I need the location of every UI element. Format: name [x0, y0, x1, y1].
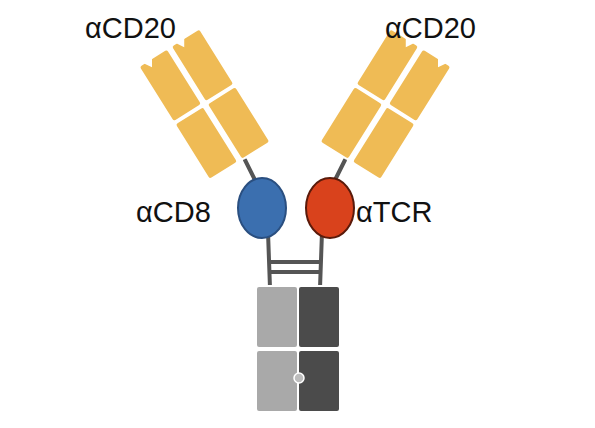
domain-label: αCD8 [136, 198, 211, 227]
hinge-strand [268, 232, 270, 288]
fc-domain [256, 350, 298, 412]
domain-label: αCD20 [85, 14, 176, 43]
tcr-binder [306, 178, 354, 238]
domain-label: αCD20 [385, 14, 476, 43]
domain [207, 86, 271, 160]
fc-domain [298, 286, 340, 348]
domain [171, 28, 235, 102]
knob [294, 373, 304, 383]
domain [352, 106, 416, 180]
fc-region [256, 286, 340, 412]
hinge-bridge [271, 270, 319, 274]
domain [388, 48, 452, 122]
cd8-binder [238, 178, 286, 238]
hinge-bridge [271, 260, 319, 264]
fc-domain [298, 350, 340, 412]
fab-right [319, 28, 451, 180]
domain-label: αTCR [356, 198, 432, 227]
hinge-strand [320, 232, 322, 288]
fab-left [138, 28, 270, 180]
fc-domain [256, 286, 298, 348]
